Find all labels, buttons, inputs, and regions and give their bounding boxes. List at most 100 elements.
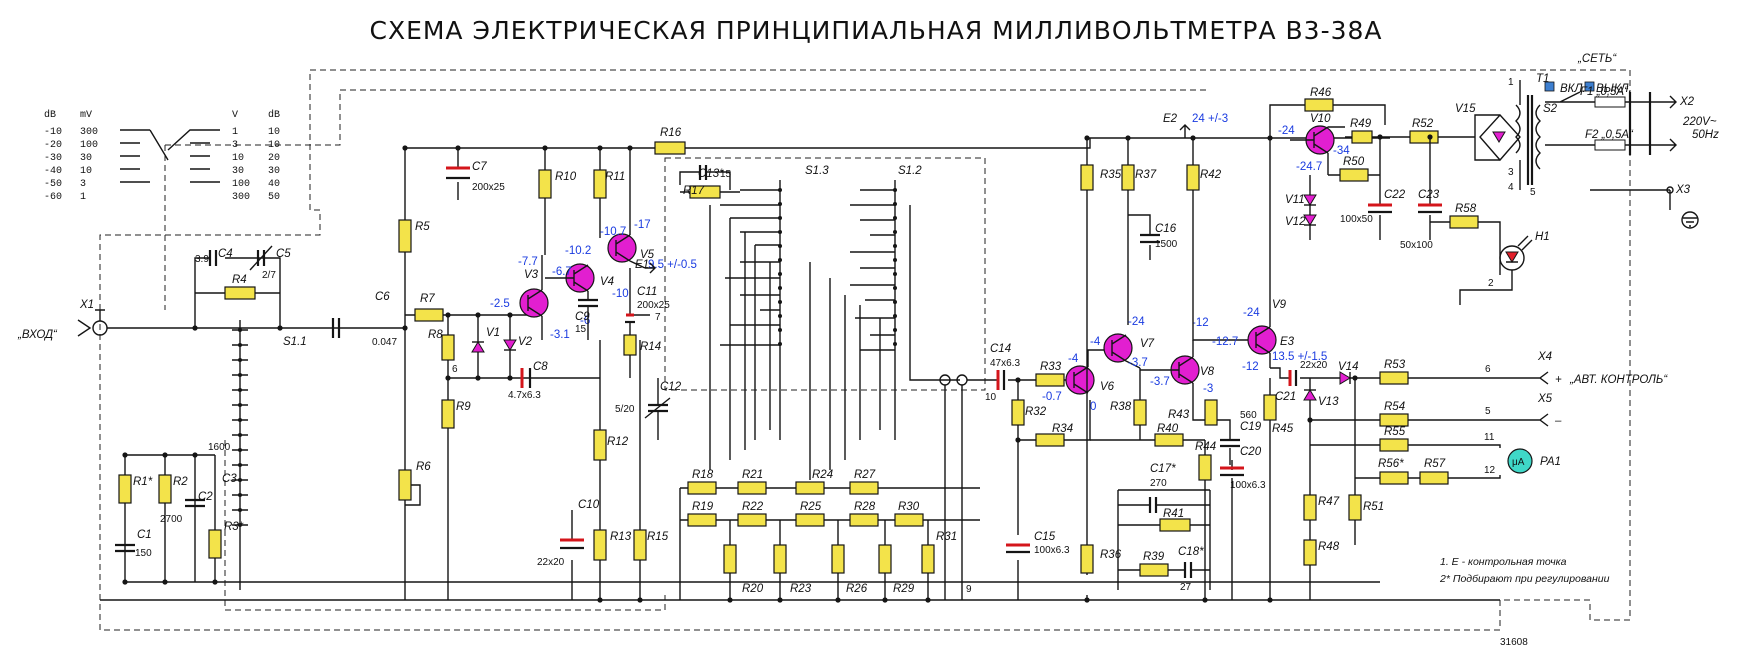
range-table-header-db: dB [44, 109, 56, 121]
c22-value: 100x50 [1340, 214, 1373, 225]
r58-label: R58 [1455, 203, 1477, 215]
junction-dot [122, 452, 128, 458]
switch-contact [893, 258, 897, 262]
junction-dot [507, 312, 513, 318]
v3-emitter-voltage: -3.1 [550, 329, 570, 341]
range-table-cell: 30 [232, 166, 244, 177]
r50-label: R50 [1343, 156, 1365, 168]
r1-label: R1* [133, 476, 153, 488]
x5-minus: – [1554, 415, 1562, 427]
r5-resistor [398, 148, 412, 600]
c21-label: C21 [1275, 391, 1296, 403]
range-table-cell: 1 [232, 127, 238, 138]
junction-dot [475, 375, 481, 381]
r34-label: R34 [1052, 423, 1073, 435]
v9-collector-voltage: -24 [1243, 307, 1260, 319]
c8-label: C8 [533, 361, 548, 373]
junction-dot [1084, 597, 1090, 603]
v9-base-voltage: -12.7 [1212, 336, 1238, 348]
switch-contact [893, 230, 897, 234]
c20-capacitor [1220, 460, 1244, 600]
s11-contact [238, 388, 242, 392]
r46-label: R46 [1310, 87, 1332, 99]
switch-contact [893, 342, 897, 346]
r54-label: R54 [1384, 401, 1405, 413]
v4-transistor [545, 263, 595, 293]
e1-testpoint [645, 262, 656, 274]
switch-contact [893, 286, 897, 290]
v2-label: V2 [518, 336, 533, 348]
v5-transistor [607, 148, 646, 269]
r37-label: R37 [1135, 169, 1157, 181]
c23-label: C23 [1418, 189, 1440, 201]
junction-dot [637, 597, 643, 603]
switch-output-connector [939, 374, 985, 600]
r47-label: R47 [1318, 496, 1340, 508]
junction-dot [627, 145, 633, 151]
r25-label: R25 [800, 501, 822, 513]
switch-contact [893, 202, 897, 206]
s11-label: S1.1 [283, 336, 307, 348]
c7-capacitor [446, 148, 470, 200]
input-connector [77, 309, 405, 337]
r39-label: R39 [1143, 551, 1165, 563]
switch-contact [893, 272, 897, 276]
r13-label: R13 [610, 531, 632, 543]
r43-label: R43 [1168, 409, 1190, 421]
s11-contact [238, 358, 242, 362]
r16-label: R16 [660, 127, 682, 139]
r10-resistor [538, 148, 552, 255]
r11-label: R11 [605, 171, 625, 183]
e2-voltage: 24 +/-3 [1192, 113, 1228, 125]
v13-label: V13 [1318, 396, 1339, 408]
junction-dot [277, 325, 283, 331]
v5-base-voltage: -10 [612, 288, 629, 300]
e1-voltage: 9.5 +/-0.5 [648, 259, 697, 271]
r28-label: R28 [854, 501, 876, 513]
x2-label: X2 [1679, 96, 1695, 108]
pin7-label: 7 [655, 312, 661, 323]
c15-capacitor [1006, 543, 1030, 554]
range-table-cell: 100 [232, 179, 250, 190]
junction-dot [1427, 134, 1433, 140]
pa1-unit: μA [1512, 457, 1525, 468]
v14-label: V14 [1338, 361, 1358, 373]
junction-dot [122, 579, 128, 585]
junction-dot [1267, 597, 1273, 603]
c6-label: C6 [375, 291, 390, 303]
r41-label: R41 [1163, 508, 1184, 520]
range-table-cell: 10 [268, 140, 280, 151]
c6-value: 0.047 [372, 337, 397, 348]
s11-contact [238, 508, 242, 512]
pin11-label: 11 [1484, 432, 1495, 443]
r12-label: R12 [607, 436, 629, 448]
r17-label: R17 [683, 185, 705, 197]
r10-label: R10 [555, 171, 577, 183]
v7-collector-voltage: -24 [1128, 316, 1145, 328]
h1-ground [1459, 270, 1513, 305]
s11-contact [238, 343, 242, 347]
f2-label: F2 „0,5А“ [1585, 129, 1634, 141]
r13-r15-resistors [593, 340, 647, 600]
junction-dot [455, 145, 461, 151]
switch-contact [893, 300, 897, 304]
c16-value: 1500 [1155, 239, 1178, 250]
s11-contact [238, 448, 242, 452]
range-table-cell: -50 [44, 179, 62, 190]
v9-transistor [1247, 138, 1277, 368]
pin4-label: 4 [1508, 182, 1514, 193]
v7-transistor [1103, 333, 1141, 369]
c9-capacitor [578, 291, 598, 340]
s11-contact [238, 493, 242, 497]
v3-base-voltage: -2.5 [490, 298, 510, 310]
c14-value: 47x6.3 [990, 358, 1020, 369]
junction-dot [882, 597, 888, 603]
r7-label: R7 [420, 293, 435, 305]
x3-label: X3 [1675, 184, 1691, 196]
c13-capacitor [679, 165, 731, 190]
r37-resistor [1121, 138, 1135, 325]
v4-collector-voltage: -6.7 [552, 266, 572, 278]
switch-contact-dots [238, 188, 897, 527]
r45-label: R45 [1272, 423, 1294, 435]
